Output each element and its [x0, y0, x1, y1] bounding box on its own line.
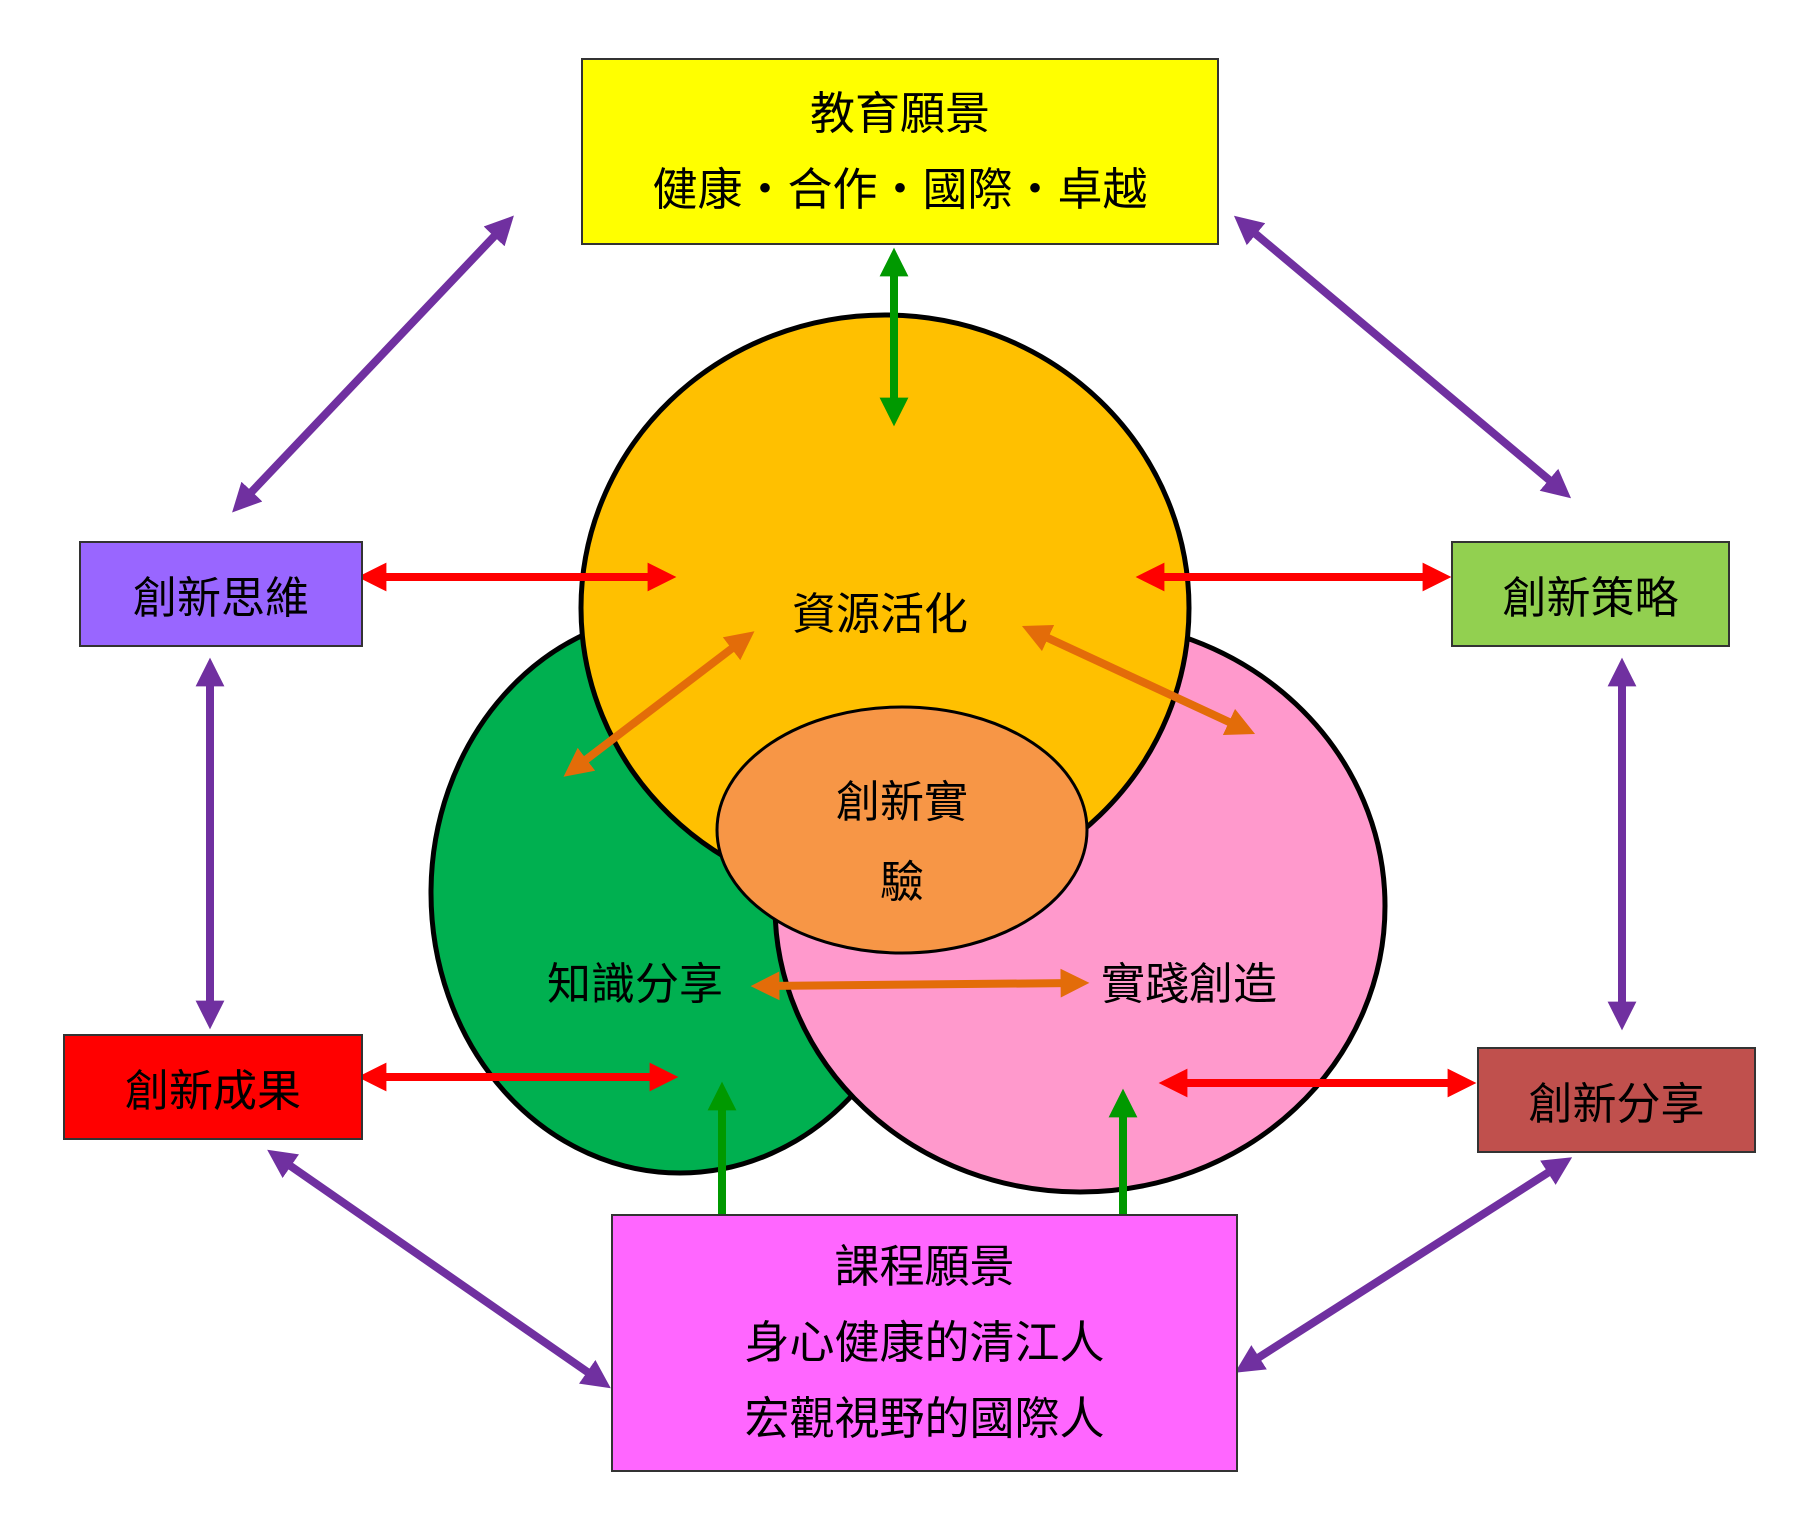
- education-vision-title: 教育願景: [809, 86, 990, 140]
- curriculum-vision-box: 課程願景 身心健康的清江人 宏觀視野的國際人: [611, 1214, 1238, 1472]
- arrow-results-curriculum: [267, 1149, 611, 1389]
- practice-creation-label: 實踐創造: [1101, 959, 1277, 1010]
- arrow-resource-knowledge: [563, 631, 755, 777]
- education-vision-box: 教育願景 健康・合作・國際・卓越: [581, 58, 1219, 245]
- curriculum-vision-line2: 宏觀視野的國際人: [744, 1392, 1105, 1445]
- curriculum-vision-line1: 身心健康的清江人: [744, 1316, 1105, 1369]
- innovation-thinking-label: 創新思維: [133, 573, 309, 624]
- innovation-thinking-box: 創新思維: [79, 541, 363, 647]
- innovation-results-box: 創新成果: [63, 1034, 363, 1140]
- arrow-sharing-curriculum: [1234, 1157, 1573, 1373]
- arrow-resource-practice: [1021, 624, 1256, 736]
- arrow-vision-thinking: [232, 215, 514, 513]
- innovation-sharing-label: 創新分享: [1528, 1079, 1705, 1130]
- arrow-vision-strategy: [1233, 215, 1572, 499]
- innovation-results-label: 創新成果: [125, 1066, 301, 1117]
- innovation-experiment-core: [715, 705, 1089, 955]
- knowledge-sharing-label: 知識分享: [547, 959, 723, 1010]
- curriculum-vision-title: 課程願景: [834, 1240, 1015, 1293]
- innovation-experiment-line2: 驗: [880, 857, 924, 908]
- education-vision-values: 健康・合作・國際・卓越: [652, 162, 1148, 216]
- arrow-knowledge-practice: [750, 968, 1090, 1001]
- innovation-sharing-box: 創新分享: [1477, 1047, 1756, 1153]
- innovation-experiment-line1: 創新實: [836, 777, 968, 828]
- innovation-strategy-box: 創新策略: [1451, 541, 1730, 647]
- resource-activation-label: 資源活化: [792, 589, 968, 640]
- innovation-experiment-label: 創新實 驗: [812, 763, 992, 923]
- innovation-strategy-label: 創新策略: [1502, 573, 1679, 624]
